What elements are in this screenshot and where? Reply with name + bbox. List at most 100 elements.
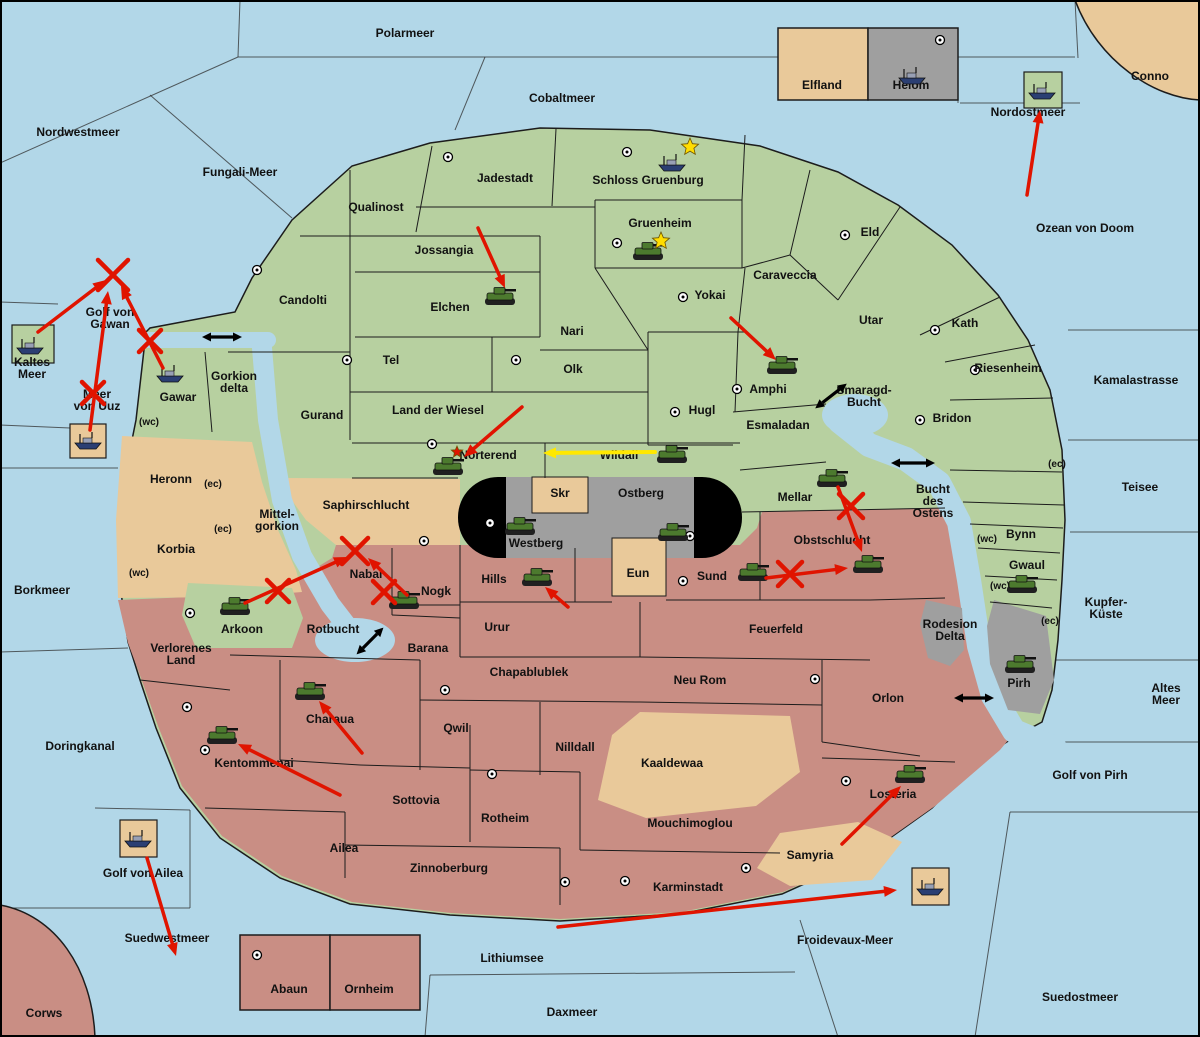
army-elchen[interactable] xyxy=(485,287,516,306)
army-westberg[interactable] xyxy=(505,517,536,536)
region-rodesion-delta[interactable] xyxy=(920,600,964,666)
fleet-helom[interactable] xyxy=(898,67,926,85)
label-qualinost: Qualinost xyxy=(348,200,403,214)
region-skr-box[interactable] xyxy=(531,476,589,514)
label-kaaldewaa: Kaaldewaa xyxy=(641,756,703,770)
province-border-57 xyxy=(639,701,823,706)
army-pirh[interactable] xyxy=(1005,655,1036,674)
army-gruenheim[interactable] xyxy=(633,242,664,261)
supply-center-17 xyxy=(418,535,430,547)
attack-arrow-16 xyxy=(1025,110,1044,197)
label-cobaltmeer: Cobaltmeer xyxy=(529,91,595,105)
army-obstschlucht[interactable] xyxy=(853,555,884,574)
label-ailea: Ailea xyxy=(330,841,359,855)
army-amphi[interactable] xyxy=(767,356,798,375)
label-ostberg: Ostberg xyxy=(618,486,664,500)
region-saphirschlucht[interactable] xyxy=(284,478,460,545)
region-elfland-box[interactable] xyxy=(777,27,869,101)
province-border-8 xyxy=(741,134,746,201)
label-mittel-gorkion: Mittel-gorkion xyxy=(255,507,299,533)
label-skr: Skr xyxy=(550,486,570,500)
label-utar: Utar xyxy=(859,313,883,327)
label-sund: Sund xyxy=(697,569,727,583)
region-ornheim-box[interactable] xyxy=(329,934,421,1011)
army-hills[interactable] xyxy=(522,568,553,587)
sea-border-6 xyxy=(1074,0,1079,59)
fleet-meer-von-uuz[interactable] xyxy=(74,432,102,450)
region-arkoon[interactable] xyxy=(182,583,303,648)
label-bynn: Bynn xyxy=(1006,527,1036,541)
supply-center-10 xyxy=(914,414,926,426)
region-helom-box[interactable] xyxy=(867,27,959,101)
army-gwaul[interactable] xyxy=(1007,575,1038,594)
move-arrow-yellow-3 xyxy=(543,447,657,459)
army-arkoon[interactable] xyxy=(220,597,251,616)
fleet-cobaltmeer[interactable] xyxy=(658,154,686,172)
supply-center-23 xyxy=(840,775,852,787)
label-korbia: Korbia xyxy=(157,542,195,556)
bay-rotbucht xyxy=(315,618,395,662)
label-feuerfeld: Feuerfeld xyxy=(749,622,803,636)
region-eun-box[interactable] xyxy=(611,537,667,597)
army-kentommenai[interactable] xyxy=(207,726,238,745)
label-urur: Urur xyxy=(484,620,510,634)
province-border-68 xyxy=(469,769,581,773)
fleet-froidevaux-meer[interactable] xyxy=(916,878,944,896)
army-sund[interactable] xyxy=(738,563,769,582)
army-mellar[interactable] xyxy=(817,469,848,488)
attack-arrow-14 xyxy=(840,786,901,846)
supply-center-8 xyxy=(929,324,941,336)
province-border-0 xyxy=(415,145,433,233)
supply-center-6 xyxy=(677,291,689,303)
attack-arrow-9 xyxy=(88,291,112,432)
province-border-35 xyxy=(732,403,827,413)
sea-border-15 xyxy=(974,811,1011,1037)
label-pirh: Pirh xyxy=(1007,676,1030,690)
coast-tag-6: (wc) xyxy=(990,581,1010,592)
label-suedostmeer: Suedostmeer xyxy=(1042,990,1118,1004)
coast-tag-3: (wc) xyxy=(129,568,149,579)
army-losteria[interactable] xyxy=(895,765,926,784)
region-heronn-korbia[interactable] xyxy=(116,436,302,598)
label-tel: Tel xyxy=(383,353,399,367)
supply-center-29 xyxy=(199,744,211,756)
label-kupfer-k-ste: Kupfer-Küste xyxy=(1085,595,1128,621)
star-1 xyxy=(651,230,671,250)
label-neu-rom: Neu Rom xyxy=(674,673,727,687)
region-samyria[interactable] xyxy=(757,822,902,886)
label-abaun: Abaun xyxy=(270,982,307,996)
label-sottovia: Sottovia xyxy=(392,793,440,807)
label-gawar: Gawar xyxy=(160,390,197,404)
region-kaaldewaa[interactable] xyxy=(598,712,800,818)
region-abaun-box[interactable] xyxy=(239,934,331,1011)
supply-center-26 xyxy=(619,875,631,887)
province-border-41 xyxy=(741,507,946,513)
army-wildall[interactable] xyxy=(657,445,688,464)
army-ostberg[interactable] xyxy=(658,523,689,542)
label-charaua: Charaua xyxy=(306,712,354,726)
fleet-gawar[interactable] xyxy=(156,365,184,383)
label-riesenheim: Riesenheim xyxy=(974,361,1041,375)
label-candolti: Candolti xyxy=(279,293,327,307)
label-borkmeer: Borkmeer xyxy=(14,583,70,597)
fleet-kaltes-meer[interactable] xyxy=(16,337,44,355)
label-jossangia: Jossangia xyxy=(415,243,474,257)
label-yokai: Yokai xyxy=(694,288,725,302)
label-daxmeer: Daxmeer xyxy=(547,1005,598,1019)
supply-center-9 xyxy=(969,364,981,376)
label-polarmeer: Polarmeer xyxy=(376,26,435,40)
army-norterend[interactable] xyxy=(433,457,464,476)
label-conno: Conno xyxy=(1131,69,1169,83)
conflict-x-3 xyxy=(339,535,371,567)
army-charaua[interactable] xyxy=(295,682,326,701)
label-kath: Kath xyxy=(952,316,979,330)
label-westberg: Westberg xyxy=(509,536,563,550)
province-border-34 xyxy=(734,331,739,413)
fleet-golf-von-ailea[interactable] xyxy=(124,830,152,848)
conflict-x-6 xyxy=(836,491,866,521)
fleet-nordostmeer[interactable] xyxy=(1028,82,1056,100)
